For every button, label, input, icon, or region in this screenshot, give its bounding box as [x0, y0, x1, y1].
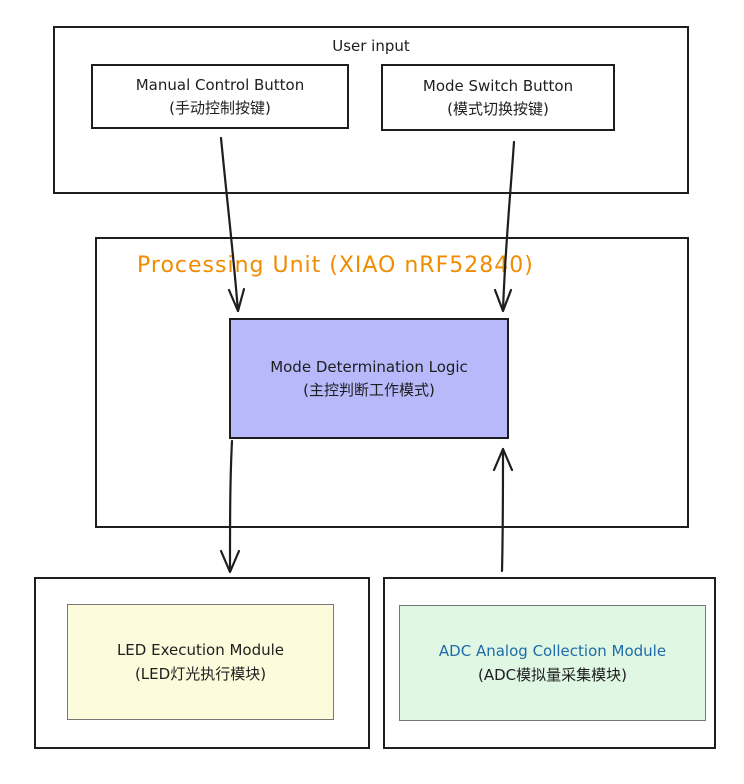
- led-execution-module-box: LED Execution Module (LED灯光执行模块): [67, 604, 334, 720]
- manual-control-button-sublabel: (手动控制按键): [169, 98, 271, 117]
- adc-collection-module-label: ADC Analog Collection Module: [438, 642, 667, 660]
- adc-module-group: [383, 577, 716, 749]
- processing-unit-title: Processing Unit (XIAO nRF52840): [137, 253, 534, 278]
- led-execution-module-label: LED Execution Module: [116, 641, 285, 659]
- mode-determination-logic-label: Mode Determination Logic: [270, 357, 468, 376]
- manual-control-button-label: Manual Control Button: [135, 75, 305, 94]
- mode-switch-button-label: Mode Switch Button: [422, 76, 574, 95]
- adc-collection-module-box: ADC Analog Collection Module (ADC模拟量采集模块…: [399, 605, 706, 721]
- mode-switch-button-sublabel: (模式切换按键): [447, 99, 549, 118]
- arrow-logic-to-led-head: [219, 549, 241, 574]
- led-module-group: [34, 577, 370, 749]
- user-input-title: User input: [332, 37, 410, 55]
- processing-unit-group: [95, 237, 689, 528]
- adc-collection-module-sublabel: (ADC模拟量采集模块): [478, 666, 627, 684]
- mode-determination-logic-box: Mode Determination Logic (主控判断工作模式): [229, 318, 509, 439]
- manual-control-button-box: Manual Control Button (手动控制按键): [91, 64, 349, 129]
- led-execution-module-sublabel: (LED灯光执行模块): [134, 665, 267, 683]
- mode-determination-logic-sublabel: (主控判断工作模式): [303, 380, 435, 399]
- user-input-group: [53, 26, 689, 194]
- mode-switch-button-box: Mode Switch Button (模式切换按键): [381, 64, 615, 131]
